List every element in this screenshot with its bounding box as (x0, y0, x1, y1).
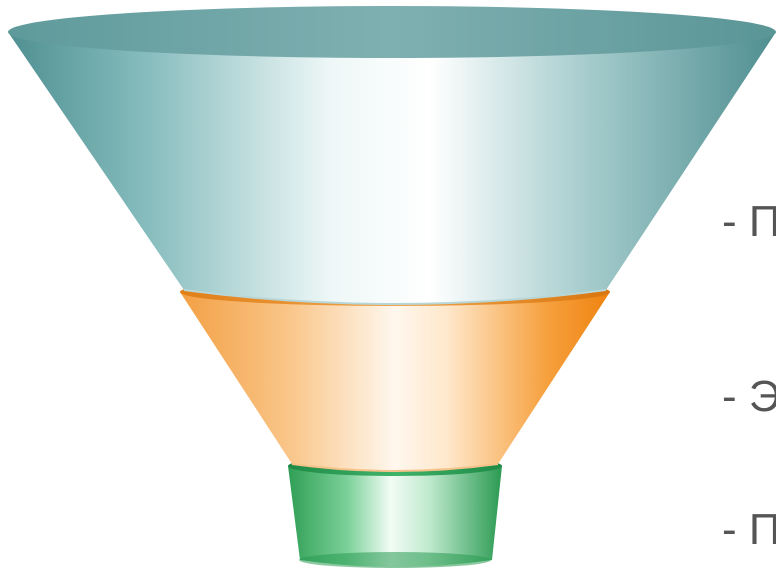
funnel-tier-middle (180, 278, 610, 471)
funnel-label-2: - Э (722, 375, 776, 419)
funnel-label-3: - П (722, 508, 776, 552)
funnel-label-1: - П (722, 200, 776, 244)
funnel-tier-bottom (288, 456, 502, 568)
funnel-tier-top (8, 6, 776, 304)
